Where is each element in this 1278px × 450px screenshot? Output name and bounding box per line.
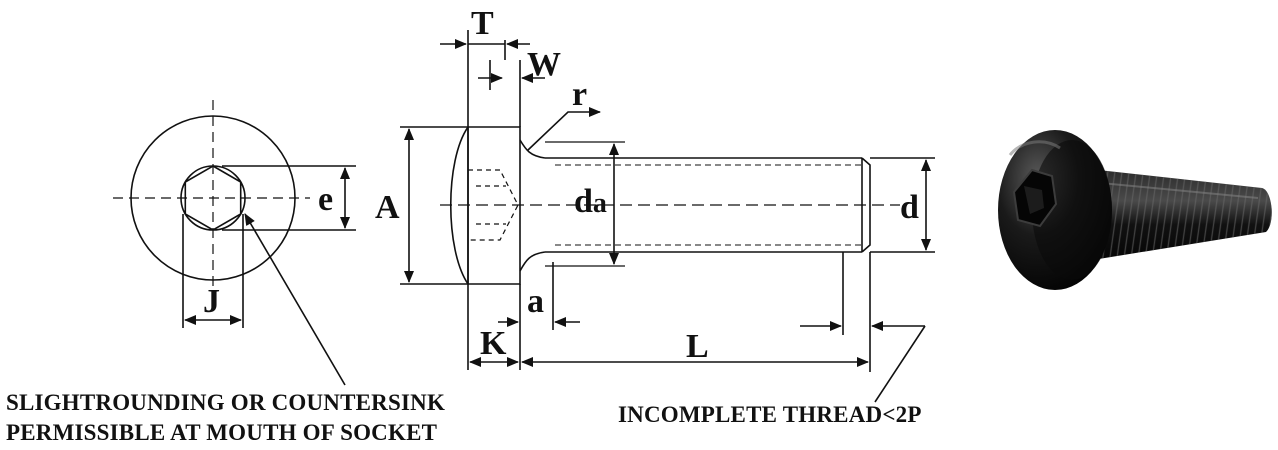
label-r: r — [572, 76, 587, 113]
label-da: da — [574, 183, 607, 220]
r-leader — [527, 107, 601, 151]
socket-note-leader — [244, 213, 346, 386]
label-a-upper: A — [375, 189, 400, 226]
end-view — [113, 100, 356, 386]
label-k: K — [480, 325, 507, 362]
dimension-labels: T W r e A da d J a K L — [203, 5, 919, 365]
notes: SLIGHTROUNDING OR COUNTERSINK PERMISSIBL… — [6, 390, 922, 445]
label-l: L — [686, 328, 709, 365]
side-view — [400, 30, 935, 403]
label-d: d — [900, 189, 919, 226]
label-e: e — [318, 181, 333, 218]
socket-note-line1: SLIGHTROUNDING OR COUNTERSINK — [6, 390, 445, 415]
socket-note-line2: PERMISSIBLE AT MOUTH OF SOCKET — [6, 420, 437, 445]
label-a-lower: a — [527, 283, 544, 320]
bolt-photo-illustration — [998, 130, 1272, 290]
label-t: T — [471, 5, 494, 42]
thread-note: INCOMPLETE THREAD<2P — [618, 402, 922, 427]
label-w: W — [527, 46, 561, 83]
thread-note-leader — [874, 325, 926, 403]
label-j: J — [203, 283, 220, 320]
